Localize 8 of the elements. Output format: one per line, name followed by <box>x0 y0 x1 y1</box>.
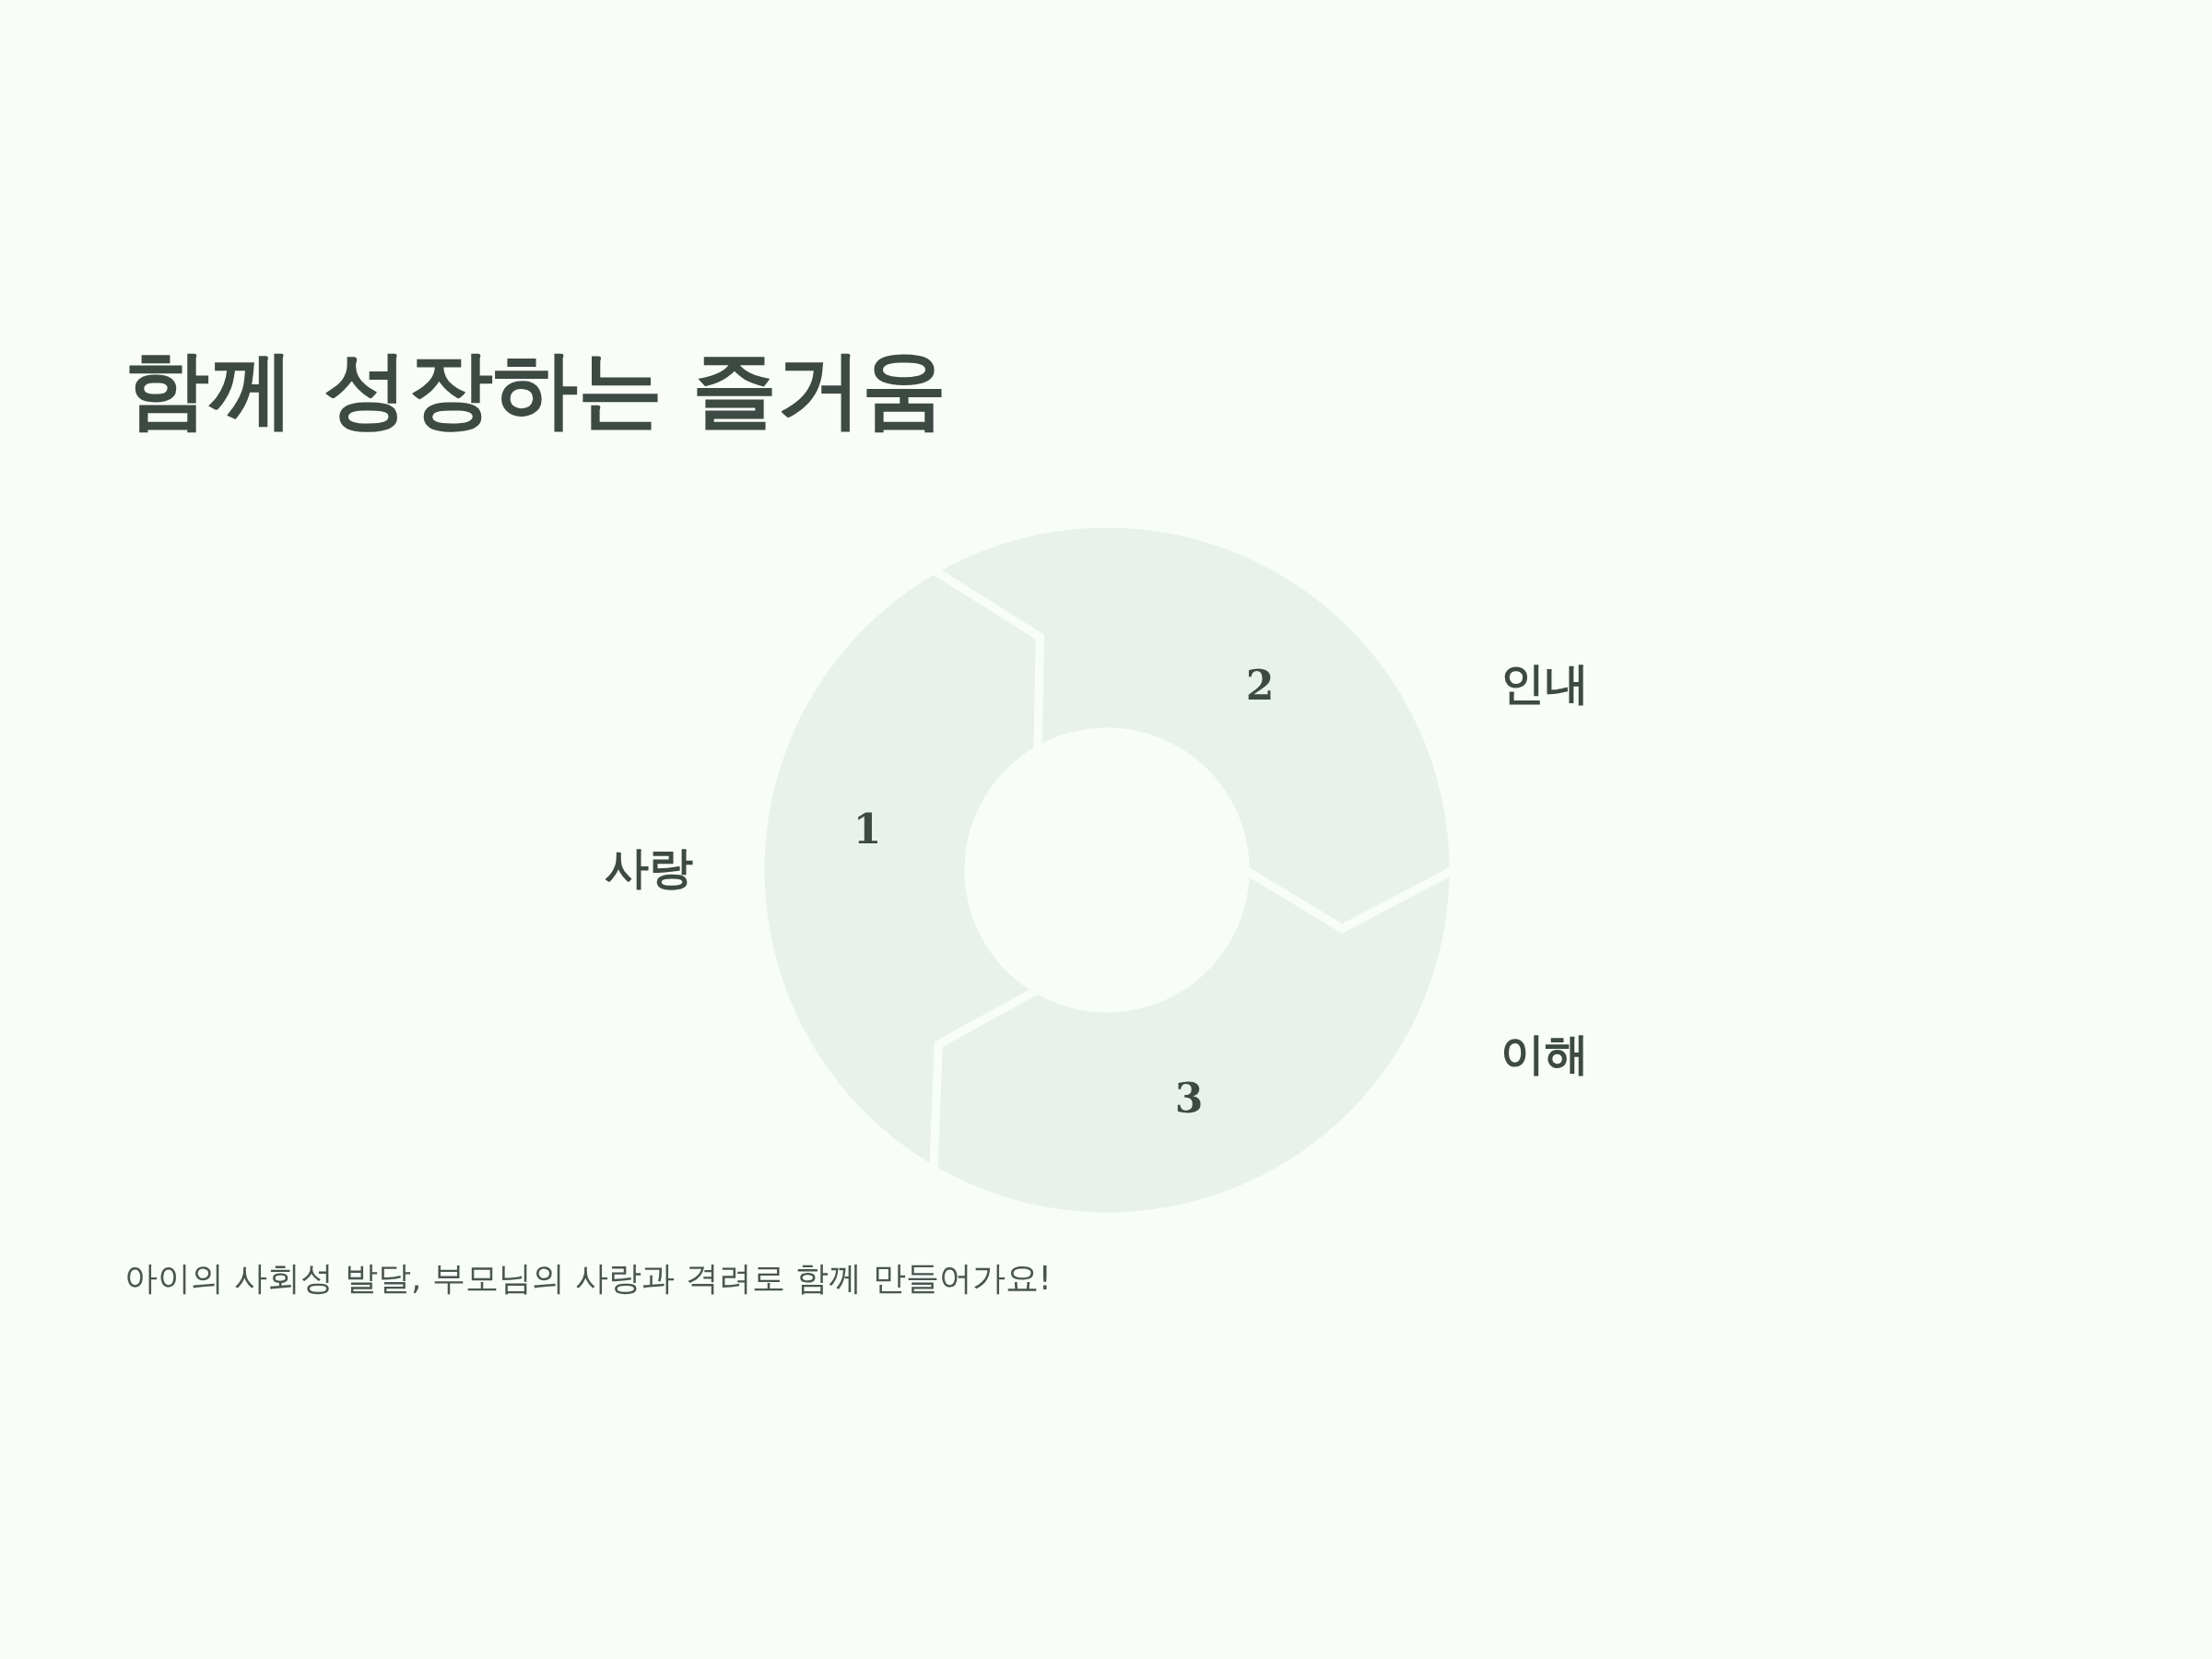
title: 함께 성장하는 즐거움 <box>124 343 947 437</box>
step-number: 3 <box>1171 1073 1207 1124</box>
step-number: 2 <box>1241 660 1278 712</box>
segment-label: 사랑 <box>604 841 693 895</box>
segment-label: 인내 <box>1500 656 1590 711</box>
segment-label: 이해 <box>1500 1027 1590 1081</box>
step-number: 1 <box>849 804 886 855</box>
caption: 아이의 사회성 발달, 부모님의 사랑과 격려로 함께 만들어가요! <box>124 1258 1052 1299</box>
